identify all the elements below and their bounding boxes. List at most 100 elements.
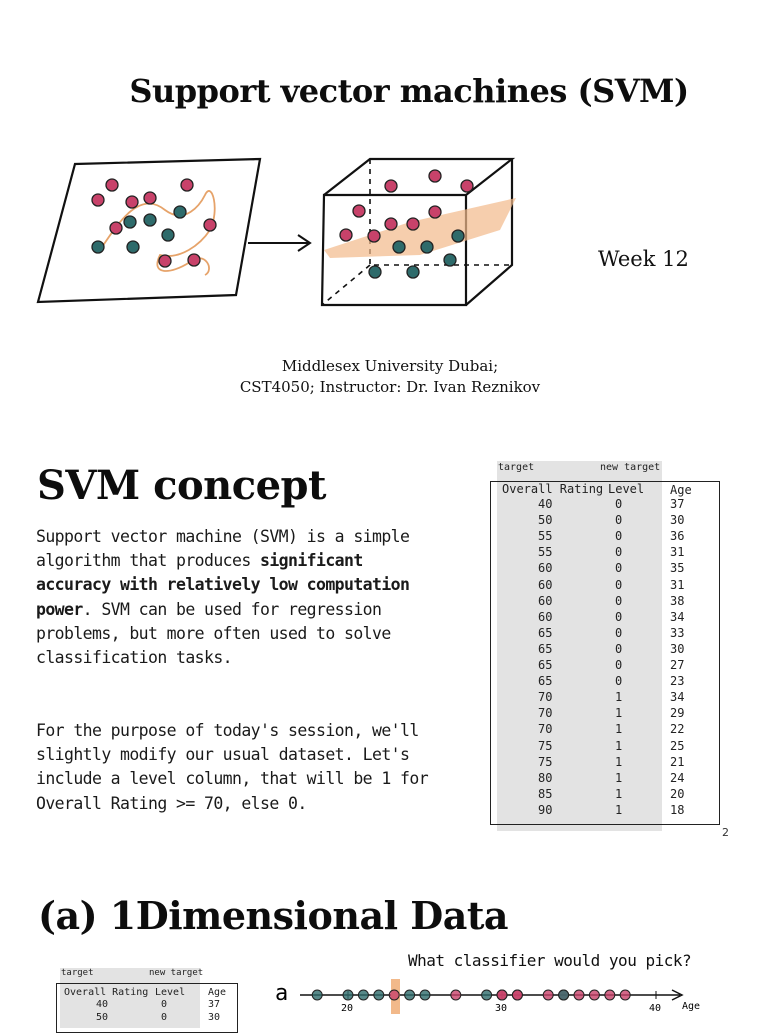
teal-point: [420, 240, 434, 254]
table-cell: 20: [670, 786, 685, 801]
table-cell: 1: [615, 722, 623, 737]
pink-point: [105, 178, 119, 192]
table-cell: 31: [670, 545, 685, 560]
table-cell: 70: [538, 706, 553, 721]
pink-point: [187, 253, 201, 267]
table-cell: 34: [670, 609, 685, 624]
slide3-title: (a) 1Dimensional Data: [38, 893, 509, 938]
header-age: Age: [208, 987, 227, 998]
separating-hyperplane: [324, 198, 516, 258]
table-cell: 0: [615, 658, 623, 672]
table-cell: 50: [96, 1012, 109, 1023]
cube-3d: [320, 157, 516, 307]
data-point: [373, 989, 385, 1001]
table-cell: 65: [538, 674, 553, 689]
one-d-axis: a Age 20 30 40: [275, 979, 700, 1014]
label-target: target: [61, 968, 94, 978]
table-cell: 1: [615, 706, 623, 721]
pink-point: [367, 229, 381, 243]
slide1-title: Support vector machines (SVM): [129, 72, 689, 110]
week-label: Week 12: [598, 247, 689, 271]
data-point: [588, 989, 600, 1001]
pink-point: [406, 217, 420, 231]
table-cell: 38: [670, 593, 685, 608]
affiliation: Middlesex University Dubai; CST4050; Ins…: [0, 356, 768, 398]
table-cell: 50: [538, 513, 553, 528]
svm-illustration: [36, 157, 516, 307]
pink-point: [91, 193, 105, 207]
data-point: [357, 989, 369, 1001]
table-cell: 36: [670, 529, 685, 544]
table-cell: 90: [538, 802, 553, 817]
table-cell: 0: [615, 577, 623, 592]
table-cell: 85: [538, 786, 553, 801]
table-cell: 27: [670, 658, 685, 672]
table-cell: 0: [615, 641, 623, 656]
data-point: [450, 989, 462, 1001]
table-cell: 40: [538, 497, 553, 511]
data-table-small: target new target Overall Rating Level A…: [56, 968, 238, 1033]
table-cell: 1: [615, 690, 623, 705]
table-cell: 60: [538, 577, 553, 592]
table-cell: 37: [208, 999, 221, 1010]
intro-paragraph: Support vector machine (SVM) is a simple…: [36, 525, 436, 670]
table-cell: 18: [670, 802, 685, 817]
intro-text-bold: significant accuracy with relatively low…: [36, 551, 410, 619]
table-cell: 30: [208, 1012, 221, 1023]
table-cell: 0: [161, 1012, 168, 1023]
axis-tick-label: 20: [341, 1003, 353, 1014]
table-cell: 0: [615, 529, 623, 544]
table-cell: 80: [538, 770, 553, 785]
page-number: 2: [722, 826, 729, 839]
affiliation-line-2: CST4050; Instructor: Dr. Ivan Reznikov: [239, 378, 541, 396]
plane-2d: [36, 157, 262, 304]
data-point: [311, 989, 323, 1001]
table-cell: 60: [538, 561, 553, 576]
table-cell: 25: [670, 738, 685, 753]
header-level: Level: [155, 987, 186, 998]
data-point: [481, 989, 493, 1001]
data-table: target new target Overall Rating Level A…: [490, 461, 720, 831]
data-point: [542, 989, 554, 1001]
table-cell: 1: [615, 770, 623, 785]
pink-point: [125, 195, 139, 209]
table-cell: 40: [96, 999, 109, 1010]
axis-label: Age: [682, 1001, 700, 1012]
slide2-title: SVM concept: [37, 462, 327, 509]
intro-text-b: . SVM can be used for regression problem…: [36, 599, 391, 668]
teal-point: [173, 205, 187, 219]
points-3d: [339, 169, 474, 279]
axis-letter: a: [275, 981, 288, 1006]
data-point: [419, 989, 431, 1001]
data-point: [342, 989, 354, 1001]
axis-arrow-icon: [671, 989, 684, 1001]
table-cell: 22: [670, 722, 685, 737]
teal-point: [451, 229, 465, 243]
data-point: [558, 989, 570, 1001]
data-point: [404, 989, 416, 1001]
label-new-target: new target: [149, 968, 204, 978]
pink-point: [460, 179, 474, 193]
table-cell: 0: [161, 999, 168, 1010]
points-2d: [91, 178, 217, 268]
data-point: [496, 989, 508, 1001]
axis-tick-label: 40: [649, 1003, 661, 1014]
table-cell: 55: [538, 529, 553, 544]
table-cell: 65: [538, 641, 553, 656]
table-cell: 0: [615, 593, 623, 608]
table-cell: 31: [670, 577, 685, 592]
pink-point: [339, 228, 353, 242]
label-target: target: [498, 462, 535, 473]
table-cell: 0: [615, 497, 623, 511]
table-cell: 21: [670, 754, 685, 769]
table-cell: 0: [615, 609, 623, 624]
pink-point: [384, 179, 398, 193]
label-new-target: new target: [600, 462, 661, 473]
pink-point: [428, 169, 442, 183]
data-point: [573, 989, 585, 1001]
teal-point: [143, 213, 157, 227]
table-cell: 30: [670, 641, 685, 656]
axis-tick-label: 30: [495, 1003, 507, 1014]
pink-point: [143, 191, 157, 205]
table-cell: 0: [615, 625, 623, 640]
